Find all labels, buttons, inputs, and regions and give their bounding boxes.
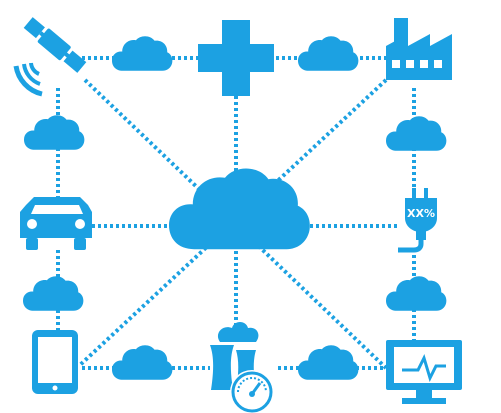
medical-cross-icon [198,20,274,96]
factory-icon [386,18,452,80]
cloud-bottom-right-icon [298,345,359,380]
network-links [56,56,416,370]
cloud-left-upper-icon [24,115,85,150]
monitor-icon [386,340,462,404]
power-plug-icon: XX% [398,188,437,253]
car-icon [20,197,92,250]
cloud-right-upper-icon [386,116,447,151]
power-plant-gauge-icon [210,322,274,413]
tablet-icon [32,330,78,394]
cloud-right-lower-icon [386,276,447,311]
cloud-top-right-icon [298,36,359,71]
cloud-top-left-icon [112,36,173,71]
plug-percentage-label: XX% [407,207,435,220]
cloud-left-lower-icon [23,276,84,311]
cloud-bottom-left-icon [112,345,173,380]
satellite-icon [13,17,87,97]
